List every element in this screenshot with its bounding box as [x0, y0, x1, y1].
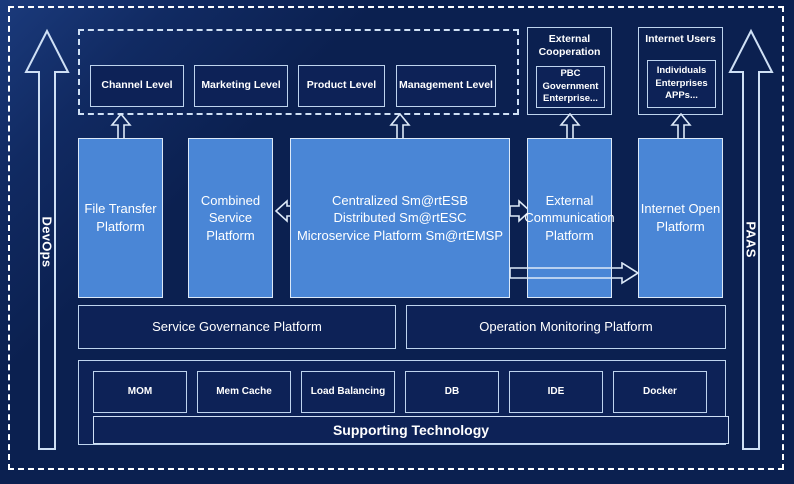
tech-label: DB [444, 385, 460, 397]
platform-label: File Transfer Platform [84, 201, 157, 234]
external-cooperation-inner: PBC Government Enterprise... [536, 66, 605, 108]
up-arrow-icon [559, 113, 581, 141]
platform-label: External Communication Platform [524, 192, 615, 243]
level-label: Channel Level [101, 79, 173, 92]
up-arrow-icon [110, 113, 132, 141]
internet-users-title: Internet Users [645, 33, 716, 45]
platform-combined-service[interactable]: Combined Service Platform [188, 138, 273, 298]
tech-box-mem-cache[interactable]: Mem Cache [197, 371, 291, 413]
platform-external-communication[interactable]: External Communication Platform [524, 138, 615, 298]
platform-center-line-3: Microservice Platform Sm@rtEMSP [296, 227, 504, 243]
arrow-up-external-communication [559, 113, 581, 141]
tech-box-mom[interactable]: MOM [93, 371, 187, 413]
level-box-marketing[interactable]: Marketing Level [194, 65, 288, 107]
tech-box-db[interactable]: DB [405, 371, 499, 413]
level-box-channel[interactable]: Channel Level [90, 65, 184, 107]
internet-users-inner: Individuals Enterprises APPs... [647, 60, 716, 108]
arrow-up-file-transfer [110, 113, 132, 141]
up-arrow-icon [670, 113, 692, 141]
arrow-right-center-to-external [508, 198, 532, 224]
level-box-product[interactable]: Product Level [298, 65, 385, 107]
platform-center-label: Centralized Sm@rtESB Distributed Sm@rtES… [297, 192, 503, 245]
tech-box-load-balancing[interactable]: Load Balancing [301, 371, 395, 413]
platform-center-line-2: Distributed Sm@rtESC [333, 210, 467, 226]
platform-file-transfer[interactable]: File Transfer Platform [78, 138, 163, 298]
right-arrow-icon [510, 262, 640, 285]
external-cooperation-group[interactable]: External Cooperation PBC Government Ente… [527, 27, 612, 115]
service-governance-platform[interactable]: Service Governance Platform [78, 305, 396, 349]
business-levels-frame [78, 29, 519, 115]
up-arrow-icon [728, 28, 774, 450]
tech-label: Docker [643, 385, 677, 397]
up-arrow-icon [24, 28, 70, 450]
platform-label: Combined Service Platform [200, 192, 261, 243]
supporting-technology-bar[interactable]: Supporting Technology [93, 416, 729, 444]
supporting-technology-label: Supporting Technology [332, 422, 490, 438]
governance-label: Service Governance Platform [152, 318, 322, 334]
operation-monitoring-platform[interactable]: Operation Monitoring Platform [406, 305, 726, 349]
outer-dashed-frame [8, 6, 784, 470]
tech-label: MOM [127, 385, 153, 397]
arrow-center-to-internet-open [510, 262, 640, 288]
platform-internet-open[interactable]: Internet Open Platform [638, 138, 723, 298]
internet-users-group[interactable]: Internet Users Individuals Enterprises A… [638, 27, 723, 115]
tech-label: Load Balancing [310, 385, 386, 397]
devops-rail-label: DevOps [39, 216, 55, 268]
tech-box-docker[interactable]: Docker [613, 371, 707, 413]
devops-rail-arrow [24, 28, 70, 452]
paas-rail-arrow [728, 28, 774, 452]
arrow-up-center-platform [389, 113, 411, 141]
paas-rail-label: PAAS [743, 221, 759, 258]
platform-label: Internet Open Platform [640, 201, 721, 234]
level-box-management[interactable]: Management Level [396, 65, 496, 107]
tech-box-ide[interactable]: IDE [509, 371, 603, 413]
up-arrow-icon [389, 113, 411, 141]
level-label: Marketing Level [201, 79, 281, 92]
external-cooperation-title: External Cooperation [538, 33, 601, 59]
level-label: Management Level [399, 79, 493, 92]
platform-center-esb[interactable]: Centralized Sm@rtESB Distributed Sm@rtES… [290, 138, 510, 298]
monitoring-label: Operation Monitoring Platform [479, 318, 653, 334]
tech-label: Mem Cache [216, 385, 272, 397]
tech-label: IDE [547, 385, 565, 397]
platform-center-line-1: Centralized Sm@rtESB [331, 192, 469, 208]
level-label: Product Level [306, 79, 377, 92]
right-arrow-icon [509, 199, 532, 223]
arrow-up-internet-open [670, 113, 692, 141]
